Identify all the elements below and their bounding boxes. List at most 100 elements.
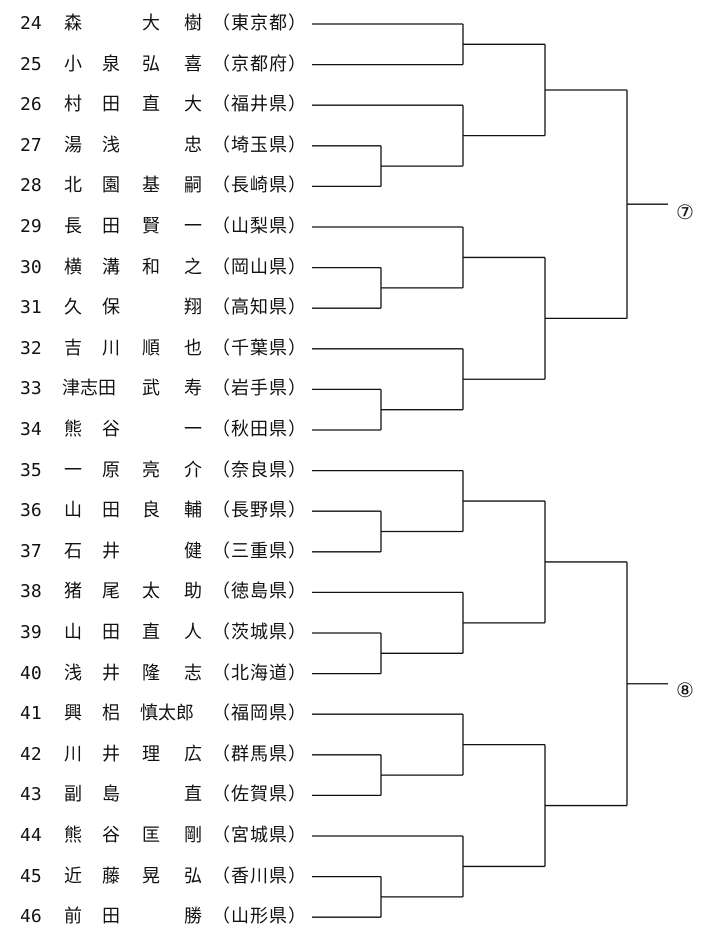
seed-number: 35 — [20, 459, 42, 481]
name-char: 井 — [102, 662, 120, 684]
name-char: 輔 — [184, 500, 202, 522]
name-char: 谷 — [102, 419, 120, 440]
name-char: 健 — [184, 540, 202, 562]
entry-row: 30 横溝和 之 （岡山県） — [0, 253, 320, 283]
seed-number: 40 — [20, 662, 42, 684]
winner-label-7: ⑦ — [676, 200, 694, 224]
name-char: 寿 — [184, 378, 202, 400]
name-char: 浅 — [102, 134, 120, 156]
name-char: 島 — [102, 784, 120, 806]
name-char: 山 — [64, 622, 82, 643]
name-char: 副 — [64, 784, 82, 806]
name-char: 長 — [64, 216, 82, 237]
name-char: 園 — [102, 175, 120, 197]
prefecture-label: （長崎県） — [212, 175, 307, 197]
name-char: 山 — [64, 500, 82, 522]
seed-number: 33 — [20, 378, 42, 400]
name-char: 勝 — [184, 906, 202, 928]
prefecture-label: （京都府） — [212, 53, 307, 75]
name-char: 弘 — [142, 53, 160, 75]
prefecture-label: （千葉県） — [212, 337, 307, 359]
name-char: 嗣 — [184, 175, 202, 197]
name-char: 浅 — [64, 662, 82, 684]
seed-number: 37 — [20, 540, 42, 562]
seed-number: 27 — [20, 134, 42, 156]
name-char: 一 — [184, 216, 202, 237]
seed-number: 36 — [20, 500, 42, 522]
prefecture-label: （埼玉県） — [212, 134, 307, 156]
name-char: 大 — [142, 13, 160, 34]
name-char: 藤 — [102, 865, 120, 887]
name-char: 也 — [184, 337, 202, 359]
seed-number: 25 — [20, 53, 42, 75]
prefecture-label: （三重県） — [212, 540, 307, 562]
prefecture-label: （高知県） — [212, 297, 307, 319]
prefecture-label: （岩手県） — [212, 378, 307, 400]
name-char: 村 — [64, 94, 82, 116]
name-char: 吉 — [64, 337, 82, 359]
name-char: 晃 — [142, 865, 160, 887]
name-char: 田 — [102, 500, 120, 522]
name-char: 保 — [102, 297, 120, 319]
seed-number: 26 — [20, 94, 42, 116]
prefecture-label: （福井県） — [212, 94, 307, 116]
seed-number: 41 — [20, 703, 42, 725]
name-char: 慎太郎 — [140, 703, 194, 725]
prefecture-label: （群馬県） — [212, 743, 307, 765]
seed-number: 45 — [20, 865, 42, 887]
prefecture-label: （徳島県） — [212, 581, 307, 603]
prefecture-label: （福岡県） — [212, 703, 307, 725]
name-char: 田 — [102, 906, 120, 928]
prefecture-label: （岡山県） — [212, 256, 307, 278]
seed-number: 43 — [20, 784, 42, 806]
prefecture-label: （長野県） — [212, 500, 307, 522]
name-char: 井 — [102, 540, 120, 562]
name-char: 良 — [142, 500, 160, 522]
name-char: 田 — [102, 216, 120, 237]
name-char: 順 — [142, 337, 160, 359]
name-char: 一 — [64, 459, 82, 481]
name-char: 溝 — [102, 256, 120, 278]
name-char: 隆 — [142, 662, 160, 684]
name-char: 介 — [184, 459, 202, 481]
name-char: 久 — [64, 297, 82, 319]
name-char: 直 — [142, 622, 160, 643]
prefecture-label: （山梨県） — [212, 216, 307, 237]
name-char: 弘 — [184, 865, 202, 887]
seed-number: 44 — [20, 825, 42, 846]
name-char: 横 — [64, 256, 82, 278]
name-char: 之 — [184, 256, 202, 278]
seed-number: 39 — [20, 622, 42, 643]
name-char: 猪 — [64, 581, 82, 603]
name-char: 広 — [184, 743, 202, 765]
name-char: 和 — [142, 256, 160, 278]
seed-number: 28 — [20, 175, 42, 197]
name-char: 基 — [142, 175, 160, 197]
name-char: 直 — [184, 784, 202, 806]
seed-number: 31 — [20, 297, 42, 319]
name-char: 樹 — [184, 13, 202, 34]
name-char: 大 — [184, 94, 202, 116]
name-char: 田 — [102, 94, 120, 116]
name-char: 武 — [142, 378, 160, 400]
name-char: 忠 — [184, 134, 202, 156]
name-char: 近 — [64, 865, 82, 887]
prefecture-label: （山形県） — [212, 906, 307, 928]
seed-number: 30 — [20, 256, 42, 278]
entry-row: 36 山田良 輔 （長野県） — [0, 496, 320, 526]
name-char: 熊 — [64, 825, 82, 846]
name-char: 田 — [102, 622, 120, 643]
name-char: 梠 — [102, 703, 120, 725]
